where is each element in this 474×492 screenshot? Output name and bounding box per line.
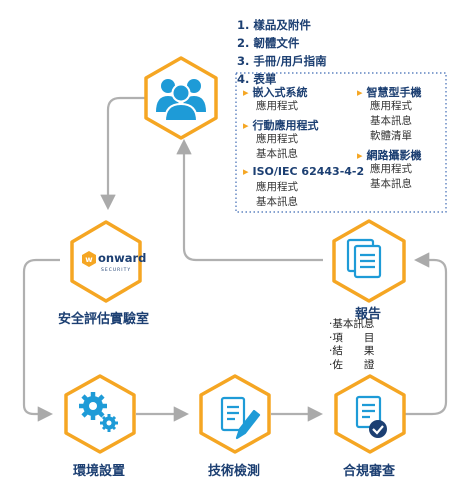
category-mobile-app: 行動應用程式 xyxy=(243,117,319,133)
arrow-review-to-report xyxy=(405,252,448,416)
setup-label: 環境設置 xyxy=(73,464,126,479)
step-item: 4. 表單 xyxy=(237,72,277,86)
category-item: 基本訊息 xyxy=(370,178,412,190)
report-item: ‧項 目 xyxy=(329,331,375,344)
category-embedded: 嵌入式系統 xyxy=(243,84,308,100)
arrow-lab-to-setup xyxy=(22,258,60,422)
step-item: 2. 韌體文件 xyxy=(237,36,300,50)
category-item: 應用程式 xyxy=(256,133,298,145)
category-iso: ISO/IEC 62443-4-2 xyxy=(243,165,365,178)
step-item: 1. 樣品及附件 xyxy=(237,18,311,32)
report-label: 報告 xyxy=(355,307,382,322)
category-item: 應用程式 xyxy=(370,100,412,112)
step-item: 3. 手冊/用戶指南 xyxy=(237,54,327,68)
category-item: 應用程式 xyxy=(256,181,298,193)
users-icon xyxy=(156,79,206,122)
testing-label: 技術檢測 xyxy=(208,464,261,479)
report-item: ‧佐 證 xyxy=(329,358,375,371)
logo-subtitle: SECURITY xyxy=(101,267,131,273)
category-item: 基本訊息 xyxy=(370,115,412,127)
input-steps-list: 1. 樣品及附件 2. 韌體文件 3. 手冊/用戶指南 4. 表單 xyxy=(237,16,327,88)
documents-icon xyxy=(346,238,382,279)
category-item: 應用程式 xyxy=(256,100,298,112)
lab-hexagon xyxy=(70,220,142,303)
arrow-report-to-users xyxy=(176,138,323,262)
category-item: 軟體清單 xyxy=(370,130,412,142)
category-item: 基本訊息 xyxy=(256,196,298,208)
category-smartphone: 智慧型手機 xyxy=(357,84,422,100)
category-item: 基本訊息 xyxy=(256,148,298,160)
arrow-users-to-lab xyxy=(100,96,145,211)
category-ip-camera: 網路攝影機 xyxy=(357,147,422,163)
report-items-list: ‧基本訊息 ‧項 目 ‧結 果 ‧佐 證 xyxy=(329,318,374,372)
category-item: 應用程式 xyxy=(370,163,412,175)
report-item: ‧結 果 xyxy=(329,345,375,357)
logo-wordmark: onward xyxy=(98,251,146,265)
report-item: ‧基本訊息 xyxy=(329,318,375,330)
clipboard-pen-icon xyxy=(220,396,261,440)
lab-label: 安全評估實驗室 xyxy=(58,312,150,327)
svg-text:w: w xyxy=(85,255,93,264)
info-box xyxy=(235,72,447,213)
review-label: 合規審查 xyxy=(343,464,396,479)
onward-logo-icon: w onward SECURITY xyxy=(82,251,146,273)
gears-icon xyxy=(79,392,118,432)
document-check-icon xyxy=(355,395,387,438)
